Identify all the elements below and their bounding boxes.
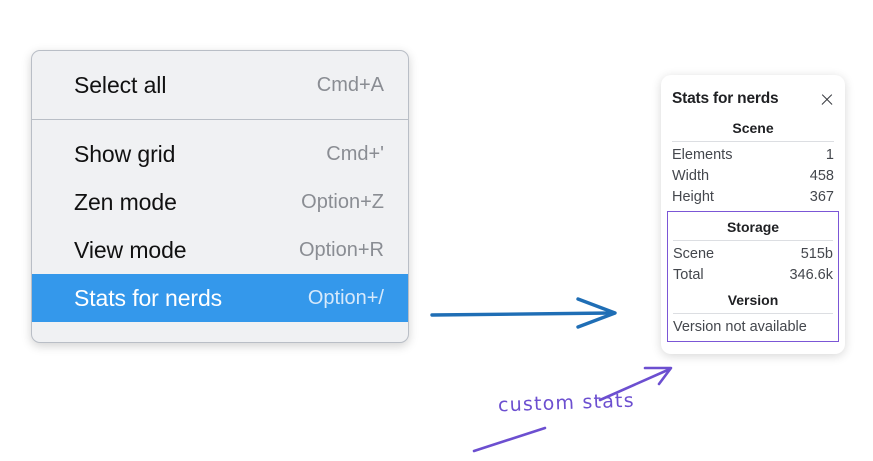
stat-value: 346.6k (789, 266, 833, 283)
section-custom-stats-highlight: Storage Scene 515b Total 346.6k Version … (667, 211, 839, 342)
menu-group-1-bottom-padding (32, 109, 408, 119)
stats-for-nerds-panel: Stats for nerds Scene Elements 1 Width 4… (661, 75, 845, 354)
section-title-storage: Storage (726, 219, 780, 235)
stat-row: Scene 515b (673, 243, 833, 264)
annotation-label-custom-stats: custom stats (497, 389, 636, 417)
panel-header: Stats for nerds (661, 85, 845, 113)
menu-group-2-top-padding (32, 120, 408, 130)
menu-item-view-mode[interactable]: View mode Option+R (32, 226, 408, 274)
version-text: Version not available (673, 319, 807, 335)
stat-value: 1 (825, 146, 834, 163)
stat-key: Elements (672, 146, 733, 163)
menu-group-1: Select all Cmd+A (32, 61, 408, 109)
menu-item-select-all[interactable]: Select all Cmd+A (32, 61, 408, 109)
stat-value: 515b (800, 245, 833, 262)
section-scene: Scene Elements 1 Width 458 Height 367 (661, 113, 845, 207)
stat-key: Total (673, 266, 704, 283)
stat-row: Total 346.6k (673, 264, 833, 285)
blue-arrow-icon (430, 297, 617, 329)
purple-underline-stroke (472, 426, 547, 453)
stat-key: Scene (673, 245, 715, 262)
menu-item-zen-mode[interactable]: Zen mode Option+Z (32, 178, 408, 226)
menu-item-label: Zen mode (74, 188, 177, 215)
section-divider (672, 141, 834, 142)
panel-title: Stats for nerds (672, 90, 779, 107)
menu-item-label: Select all (74, 71, 167, 98)
menu-item-shortcut: Cmd+A (316, 73, 384, 96)
menu-item-show-grid[interactable]: Show grid Cmd+' (32, 130, 408, 178)
menu-item-shortcut: Option+/ (307, 286, 384, 309)
menu-item-label: Show grid (74, 140, 176, 167)
close-icon[interactable] (819, 91, 835, 107)
section-divider (673, 313, 833, 314)
menu-bottom-padding (32, 322, 408, 342)
menu-item-label: Stats for nerds (74, 284, 223, 311)
menu-group-2: Show grid Cmd+' Zen mode Option+Z View m… (32, 130, 408, 322)
stat-row: Elements 1 (672, 144, 834, 165)
stat-value: 367 (809, 188, 834, 205)
menu-top-padding (32, 51, 408, 61)
menu-item-stats-for-nerds[interactable]: Stats for nerds Option+/ (32, 274, 408, 322)
menu-item-shortcut: Option+R (298, 238, 384, 261)
section-title-scene: Scene (732, 120, 774, 136)
menu-item-shortcut: Cmd+' (326, 142, 384, 165)
menu-item-label: View mode (74, 236, 187, 263)
section-divider (673, 240, 833, 241)
context-menu[interactable]: Select all Cmd+A Show grid Cmd+' Zen mod… (31, 50, 409, 343)
menu-separator (32, 119, 408, 120)
stat-row: Width 458 (672, 165, 834, 186)
stat-key: Width (672, 167, 710, 184)
stat-key: Height (672, 188, 714, 205)
section-title-version: Version (727, 292, 779, 308)
stat-row: Height 367 (672, 186, 834, 207)
menu-item-shortcut: Option+Z (301, 190, 384, 213)
stat-value: 458 (809, 167, 834, 184)
